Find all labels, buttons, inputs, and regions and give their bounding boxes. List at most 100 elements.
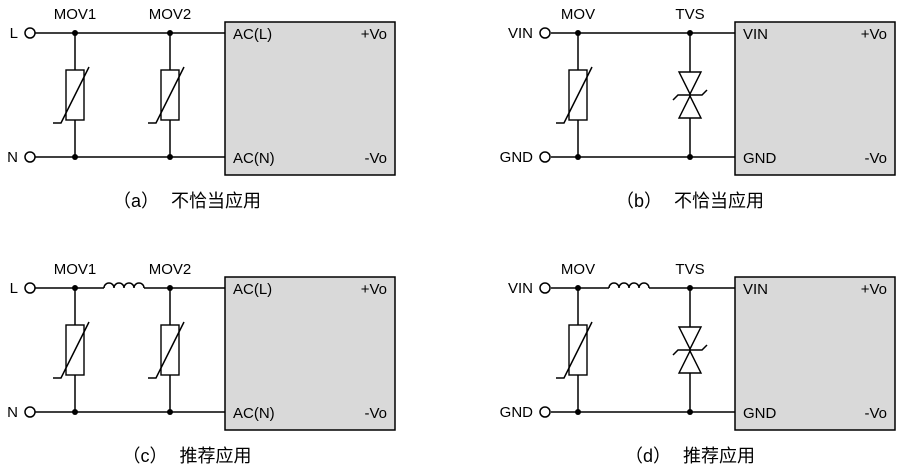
varistor-diagonal (148, 321, 185, 379)
caption-index: （d） (625, 446, 671, 466)
tvs-triangle-upper (677, 71, 703, 96)
caption-text: 不恰当应用 (171, 191, 261, 211)
component-label: MOV2 (149, 6, 192, 23)
varistor-mov2: MOV2 (148, 261, 191, 415)
pin-label-out-top: +Vo (861, 26, 887, 43)
input-terminal-bottom (539, 151, 551, 163)
caption-text: 不恰当应用 (674, 191, 764, 211)
pin-label-in-bottom: GND (743, 405, 777, 422)
pin-label-out-top: +Vo (361, 26, 387, 43)
component-label: MOV2 (149, 261, 192, 278)
terminal-label-top: L (10, 25, 18, 42)
junction-dot (575, 154, 581, 160)
converter-body (734, 21, 896, 176)
tvs-diode: TVS (672, 261, 708, 415)
varistor-diagonal (556, 66, 593, 124)
varistor-diagonal (53, 321, 90, 379)
junction-dot (687, 409, 693, 415)
input-terminal-top (24, 282, 36, 294)
varistor-diagonal (148, 66, 185, 124)
converter-body (224, 21, 396, 176)
converter-box: VIN +Vo GND -Vo (734, 276, 896, 431)
varistor-diagonal (556, 321, 593, 379)
junction-dot (72, 154, 78, 160)
panel-b: VIN GND MOV TVS VIN +Vo GND (500, 6, 896, 211)
varistor-mov2: MOV2 (148, 6, 191, 160)
tvs-bar (672, 89, 708, 101)
component-label: MOV1 (54, 6, 97, 23)
junction-dot (167, 154, 173, 160)
input-terminal-top (539, 282, 551, 294)
varistor-mov: MOV (556, 261, 595, 415)
junction-dot (687, 285, 693, 291)
converter-body (224, 276, 396, 431)
terminal-label-bottom: N (7, 149, 18, 166)
caption-text: 推荐应用 (683, 446, 755, 466)
pin-label-out-top: +Vo (361, 281, 387, 298)
pin-label-in-top: AC(L) (233, 26, 272, 43)
junction-dot (575, 30, 581, 36)
caption-index: （b） (616, 191, 662, 211)
terminal-label-top: VIN (508, 25, 533, 42)
terminal-label-bottom: GND (500, 149, 534, 166)
caption-index: （c） (123, 446, 168, 466)
converter-body (734, 276, 896, 431)
junction-dot (72, 409, 78, 415)
converter-box: AC(L) +Vo AC(N) -Vo (224, 276, 396, 431)
inductor-icon (608, 282, 650, 289)
panel-a: L N MOV1 MOV2 AC(L) +Vo AC(N) -Vo (7, 6, 396, 211)
pin-label-in-top: VIN (743, 26, 768, 43)
terminal-label-top: VIN (508, 280, 533, 297)
pin-label-out-bottom: -Vo (864, 150, 887, 167)
caption-c: （c） 推荐应用 (123, 446, 252, 466)
tvs-triangle-lower (677, 94, 703, 119)
tvs-bar (672, 344, 708, 356)
junction-dot (687, 30, 693, 36)
pin-label-out-bottom: -Vo (364, 405, 387, 422)
terminal-label-bottom: GND (500, 404, 534, 421)
caption-text: 推荐应用 (180, 446, 252, 466)
component-label: TVS (675, 261, 704, 278)
pin-label-out-bottom: -Vo (364, 150, 387, 167)
panel-c: L N MOV1 MOV2 AC(L) +Vo AC(N) (7, 261, 396, 466)
varistor-mov: MOV (556, 6, 595, 160)
junction-dot (575, 285, 581, 291)
converter-box: VIN +Vo GND -Vo (734, 21, 896, 176)
inductor-icon (103, 282, 145, 289)
input-terminal-bottom (24, 151, 36, 163)
terminal-label-bottom: N (7, 404, 18, 421)
converter-box: AC(L) +Vo AC(N) -Vo (224, 21, 396, 176)
caption-d: （d） 推荐应用 (625, 446, 755, 466)
pin-label-in-bottom: AC(N) (233, 405, 275, 422)
input-terminal-top (539, 27, 551, 39)
junction-dot (167, 285, 173, 291)
pin-label-out-bottom: -Vo (864, 405, 887, 422)
component-label: TVS (675, 6, 704, 23)
junction-dot (167, 30, 173, 36)
caption-b: （b） 不恰当应用 (616, 191, 764, 211)
caption-index: （a） (113, 191, 159, 211)
pin-label-in-top: VIN (743, 281, 768, 298)
pin-label-in-bottom: GND (743, 150, 777, 167)
panel-d: VIN GND MOV TVS VIN +Vo (500, 261, 896, 466)
junction-dot (72, 285, 78, 291)
pin-label-in-top: AC(L) (233, 281, 272, 298)
pin-label-out-top: +Vo (861, 281, 887, 298)
terminal-label-top: L (10, 280, 18, 297)
caption-a: （a） 不恰当应用 (113, 191, 261, 211)
junction-dot (575, 409, 581, 415)
tvs-triangle-upper (677, 326, 703, 351)
varistor-mov1: MOV1 (53, 6, 96, 160)
component-label: MOV1 (54, 261, 97, 278)
junction-dot (687, 154, 693, 160)
input-terminal-bottom (24, 406, 36, 418)
junction-dot (167, 409, 173, 415)
pin-label-in-bottom: AC(N) (233, 150, 275, 167)
component-label: MOV (561, 6, 595, 23)
junction-dot (72, 30, 78, 36)
component-label: MOV (561, 261, 595, 278)
tvs-triangle-lower (677, 349, 703, 374)
input-terminal-top (24, 27, 36, 39)
input-terminal-bottom (539, 406, 551, 418)
